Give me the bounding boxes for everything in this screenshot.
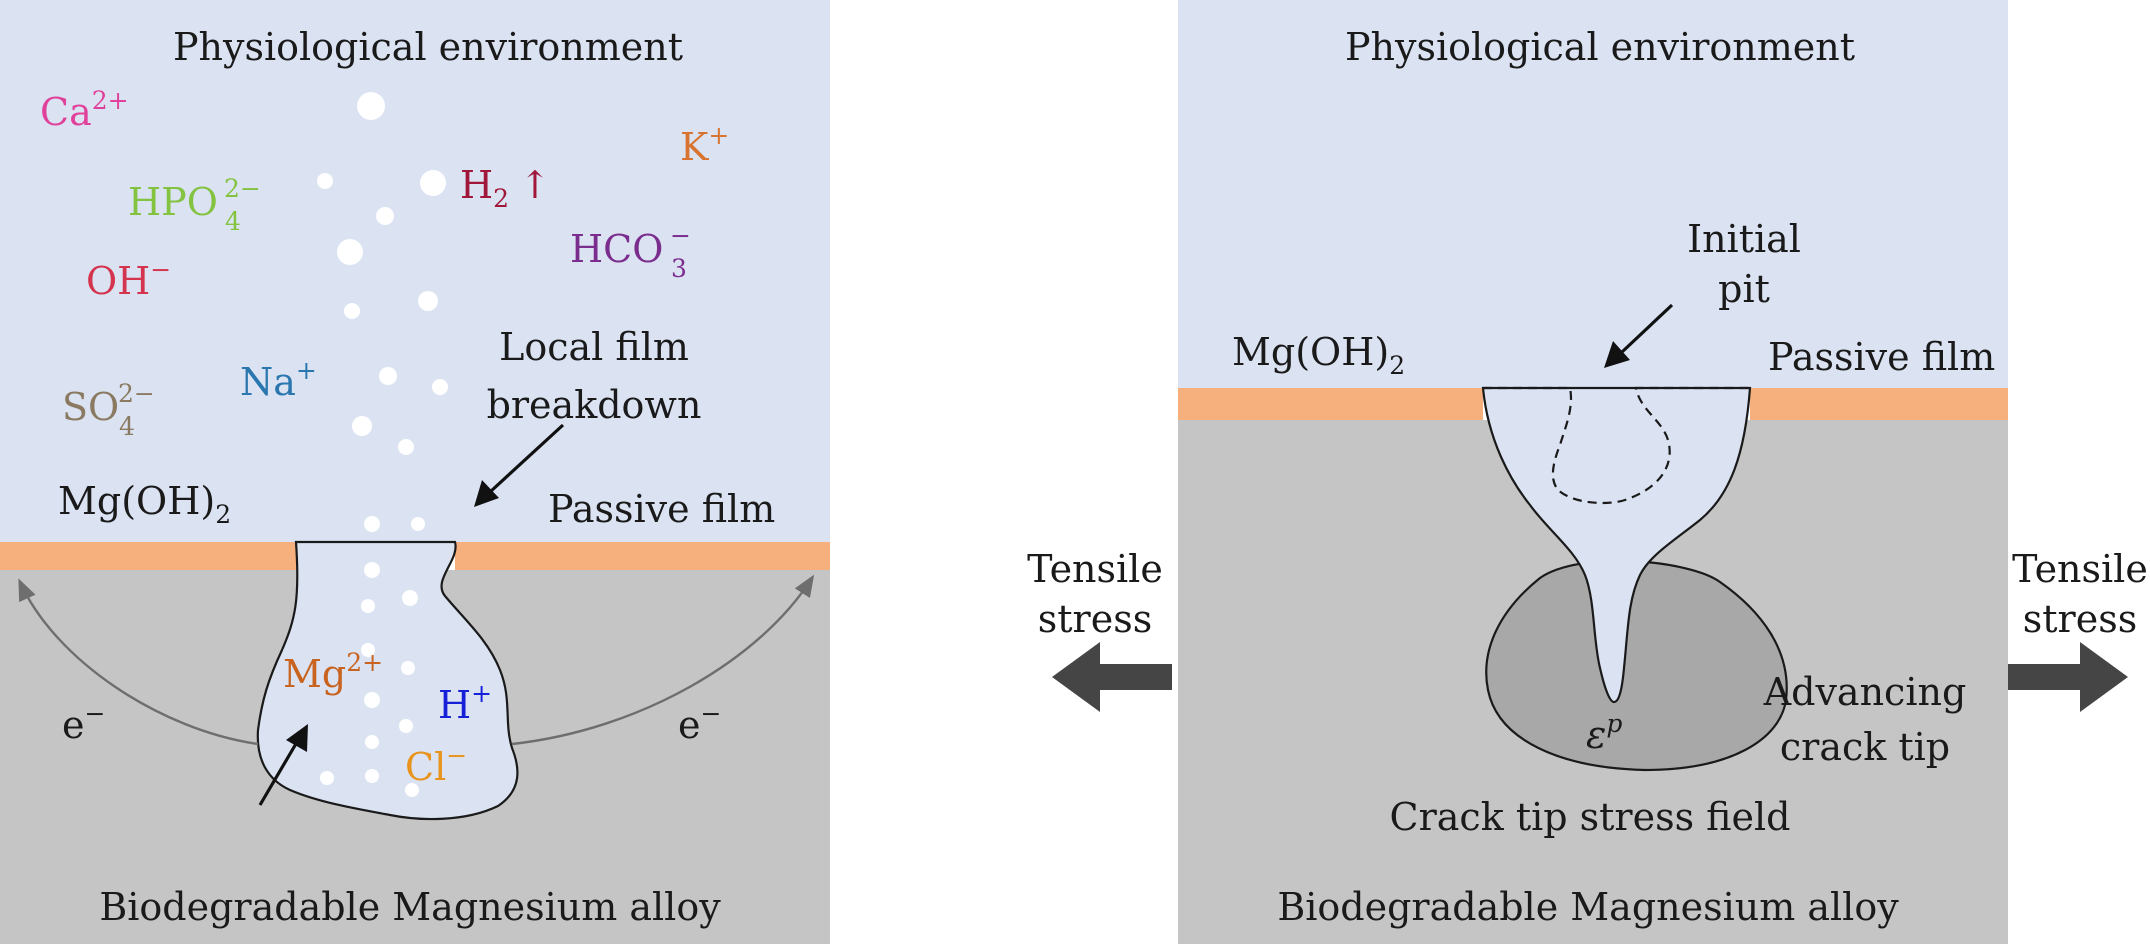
bubble: [357, 92, 385, 120]
initial-pit-label-line2: pit: [1718, 267, 1770, 311]
ion-chloride: Cl−: [405, 741, 467, 789]
breakdown-arrowhead: [474, 480, 499, 507]
bubble: [352, 416, 372, 436]
left-environment-label: Physiological environment: [173, 25, 683, 69]
left-passive-film-label: Passive film: [548, 487, 775, 531]
hydrogen-bubbles: [317, 92, 448, 797]
bubble: [361, 643, 375, 657]
ion-proton: H+: [438, 679, 492, 727]
left-film-compound: Mg(OH)2: [58, 479, 231, 529]
corrosion-pit: [256, 540, 519, 821]
stress-field-label: Crack tip stress field: [1390, 795, 1791, 839]
bubble: [361, 599, 375, 613]
right-environment-region: [1178, 0, 2008, 388]
bubble: [420, 170, 446, 196]
ion-potassium: K+: [680, 121, 729, 169]
ion-hydroxide: OH−: [86, 255, 171, 303]
left-passive-film-left: [0, 542, 296, 570]
bubble: [365, 735, 379, 749]
bubble: [320, 771, 334, 785]
left-passive-film-right: [455, 542, 830, 570]
tensile-left-label-line1: Tensile: [1027, 547, 1163, 591]
bubble: [376, 207, 394, 225]
plastic-strain-symbol: εp: [1586, 709, 1622, 757]
left-panel: Physiological environment Biodegradable …: [0, 0, 830, 944]
right-environment-label: Physiological environment: [1345, 25, 1855, 69]
crack: [1481, 386, 1752, 704]
ion-magnesium: Mg2+: [283, 648, 383, 696]
ion-calcium: Ca2+: [40, 86, 129, 134]
breakdown-label-line1: Local film: [499, 325, 689, 369]
bubble: [398, 439, 414, 455]
breakdown-arrow: [488, 423, 565, 494]
electron-flow-arrow-right: [511, 574, 815, 746]
bubble: [405, 783, 419, 797]
right-film-compound: Mg(OH)2: [1232, 330, 1405, 380]
bubble: [317, 173, 333, 189]
left-environment-region: [0, 0, 830, 542]
right-passive-film-left: [1178, 388, 1483, 420]
right-passive-film-right: [1750, 388, 2008, 420]
ion-hydrogen-gas: H2↑: [460, 163, 551, 213]
bubble: [401, 661, 415, 675]
initial-pit-label-line1: Initial: [1687, 217, 1801, 261]
right-alloy-label: Biodegradable Magnesium alloy: [1277, 885, 1899, 929]
bubble: [337, 239, 363, 265]
ion-sodium: Na+: [240, 356, 317, 404]
bubble: [344, 303, 360, 319]
tensile-right-label-line1: Tensile: [2012, 547, 2148, 591]
right-panel: Physiological environment Biodegradable …: [1027, 0, 2148, 944]
tensile-right-label-line2: stress: [2023, 597, 2137, 641]
bubble: [364, 516, 380, 532]
electron-label-right: e−: [678, 699, 721, 747]
advancing-crack-label-line1: Advancing: [1763, 670, 1967, 714]
ion-sulfate: SO2−4: [62, 379, 155, 441]
bubble: [402, 590, 418, 606]
tensile-arrow-left: [1052, 642, 1172, 712]
breakdown-label-line2: breakdown: [487, 383, 702, 427]
electron-label-left: e−: [62, 699, 105, 747]
bubble: [399, 719, 413, 733]
bubble: [364, 692, 380, 708]
bubble: [418, 291, 438, 311]
initial-pit-outline: [1483, 386, 1750, 505]
dissolution-arrow: [258, 741, 299, 806]
electron-flow-arrow-left: [18, 578, 259, 746]
dissolution-arrowhead: [286, 724, 308, 752]
tensile-arrow-right: [2008, 642, 2128, 712]
advancing-crack-label-line2: crack tip: [1780, 725, 1950, 769]
crack-tip-plastic-zone: [1485, 559, 1788, 772]
ion-bicarbonate: HCO−3: [570, 221, 691, 283]
bubble: [379, 367, 397, 385]
bubble: [432, 379, 448, 395]
bubble: [364, 562, 380, 578]
initial-pit-arrow: [1620, 303, 1674, 354]
bubble: [411, 517, 425, 531]
tensile-left-label-line2: stress: [1038, 597, 1152, 641]
left-alloy-label: Biodegradable Magnesium alloy: [99, 885, 721, 929]
bubble: [365, 769, 379, 783]
right-passive-film-label: Passive film: [1768, 335, 1995, 379]
initial-pit-arrowhead: [1604, 341, 1630, 368]
